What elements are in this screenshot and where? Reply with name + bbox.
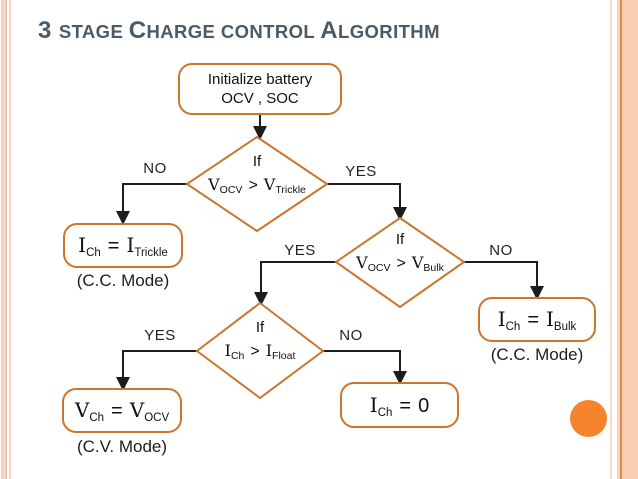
- title-segment: 3: [38, 17, 59, 44]
- caption-cc-mode-trickle: (C.C. Mode): [76, 271, 170, 290]
- eq-rhs: I: [126, 233, 135, 257]
- branch-label-d1-no: NO: [143, 160, 167, 177]
- eq-rhs: 0: [418, 394, 430, 417]
- branch-label-d2-no: NO: [489, 242, 513, 259]
- decision-diamond-ich-ifloat: [195, 301, 325, 400]
- eq-operator: =: [107, 235, 120, 257]
- eq-rhs-sub: Trickle: [134, 247, 168, 259]
- decision1-lhs-sub: OCV: [219, 184, 243, 196]
- eq-lhs-sub: Ch: [505, 321, 521, 333]
- eq-rhs: I: [546, 307, 554, 331]
- accent-circle: [570, 400, 607, 437]
- connector-decision3-yes: [116, 350, 197, 391]
- eq-rhs: V: [129, 398, 145, 422]
- decision1-operator: >: [248, 177, 258, 194]
- eq-lhs: I: [78, 233, 87, 257]
- eq-lhs: I: [369, 392, 378, 417]
- title-segment: STAGE: [58, 21, 129, 42]
- decision3-lhs-sub: Ch: [230, 350, 245, 362]
- eq-rhs-sub: OCV: [144, 412, 170, 424]
- eq-lhs-sub: Ch: [377, 406, 393, 419]
- decision2-lhs: V: [356, 253, 368, 272]
- decision2-operator: >: [396, 255, 406, 272]
- title-segment: C: [128, 17, 147, 44]
- decision-diamond-vocv-vtrickle: [185, 135, 329, 233]
- start-box: Initialize battery OCV , SOC: [178, 63, 342, 115]
- start-box-line1: Initialize battery: [207, 71, 313, 88]
- title-segment: HARGE: [146, 21, 221, 42]
- eq-lhs-sub: Ch: [89, 412, 105, 424]
- branch-label-d2-yes: YES: [284, 242, 316, 259]
- left-border-decoration: [0, 0, 12, 479]
- eq-rhs-sub: Bulk: [553, 321, 577, 333]
- decision3-lhs: I: [224, 341, 231, 360]
- decision2-rhs: V: [411, 253, 424, 272]
- connector-decision3-no: [323, 350, 407, 385]
- page-title: 3 STAGE CHARGE CONTROL ALGORITHM: [38, 17, 440, 45]
- decision1-rhs: V: [263, 175, 276, 194]
- decision3-rhs-sub: Float: [272, 350, 296, 362]
- start-box-line2: OCV , SOC: [221, 90, 299, 107]
- eq-operator: =: [111, 400, 123, 422]
- decision2-if: If: [395, 231, 405, 248]
- eq-operator: =: [527, 309, 539, 331]
- eq-lhs: V: [74, 398, 90, 422]
- connector-decision1-yes: [327, 183, 407, 221]
- decision3-operator: >: [250, 343, 260, 360]
- connector-decision2-no: [464, 261, 544, 300]
- caption-cv-mode: (C.V. Mode): [76, 437, 168, 456]
- decision1-if: If: [252, 153, 262, 170]
- decision1-lhs: V: [208, 175, 220, 194]
- decision2-rhs-sub: Bulk: [423, 262, 444, 274]
- title-segment: CONTROL: [220, 21, 321, 42]
- title-segment: A: [320, 17, 339, 44]
- branch-label-d1-yes: YES: [345, 163, 377, 180]
- title-segment: LGORITHM: [338, 21, 440, 42]
- branch-label-d3-no: NO: [339, 327, 363, 344]
- decision-diamond-vocv-vbulk: [334, 216, 466, 309]
- decision2-lhs-sub: OCV: [367, 262, 391, 274]
- connector-decision2-yes: [254, 261, 336, 306]
- connector-decision1-no: [116, 183, 187, 225]
- right-border-decoration: [610, 0, 638, 479]
- eq-lhs-sub: Ch: [86, 247, 101, 259]
- eq-operator: =: [399, 394, 412, 417]
- branch-label-d3-yes: YES: [144, 327, 176, 344]
- decision3-rhs: I: [265, 341, 273, 360]
- eq-lhs: I: [497, 307, 506, 331]
- decision1-rhs-sub: Trickle: [275, 184, 306, 196]
- caption-cc-mode-bulk: (C.C. Mode): [490, 345, 584, 364]
- decision3-if: If: [255, 319, 265, 336]
